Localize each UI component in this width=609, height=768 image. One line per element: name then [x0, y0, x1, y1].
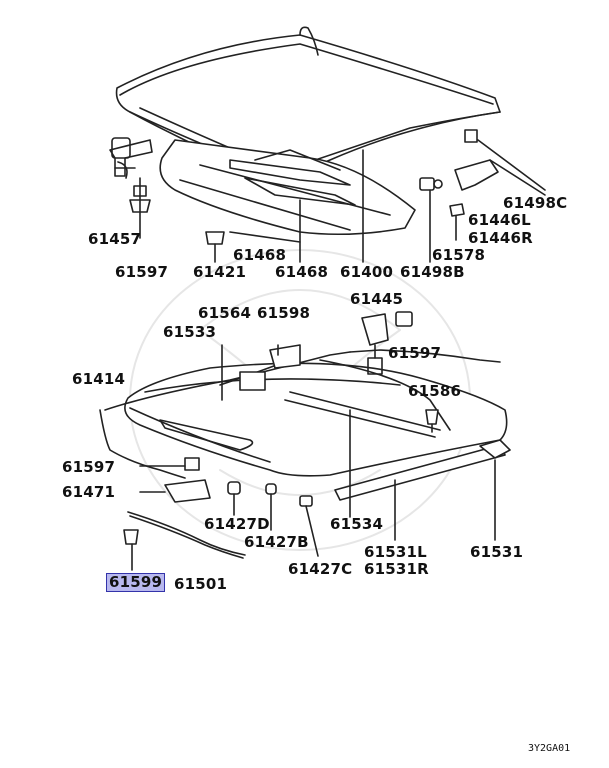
callout-61498B[interactable]: 61498B [400, 263, 465, 281]
callout-61531L[interactable]: 61531L [364, 543, 427, 561]
latch-61471 [139, 479, 211, 503]
callout-61457[interactable]: 61457 [88, 230, 142, 248]
seal-strip [334, 439, 511, 541]
support-rod [127, 511, 246, 559]
callout-61400[interactable]: 61400 [340, 263, 394, 281]
callout-61414[interactable]: 61414 [72, 370, 126, 388]
hood-lock [361, 311, 413, 375]
bolt-left [139, 457, 200, 471]
callout-61498C[interactable]: 61498C [503, 194, 568, 212]
callout-61597-top[interactable]: 61597 [115, 263, 169, 281]
callout-61446R[interactable]: 61446R [468, 229, 533, 247]
nut-61446 [449, 203, 465, 241]
callout-61564[interactable]: 61564 [198, 304, 252, 322]
callout-61421[interactable]: 61421 [193, 263, 247, 281]
callout-61427D[interactable]: 61427D [204, 515, 270, 533]
callout-61578[interactable]: 61578 [432, 246, 486, 264]
callout-61468-a[interactable]: 61468 [233, 246, 287, 264]
callout-61586[interactable]: 61586 [408, 382, 462, 400]
hood-stay [219, 344, 301, 401]
bolt-top-left [129, 185, 151, 213]
callout-61471[interactable]: 61471 [62, 483, 116, 501]
callout-61598[interactable]: 61598 [257, 304, 311, 322]
hood-hinge [109, 137, 153, 239]
callout-61446L[interactable]: 61446L [468, 211, 531, 229]
callout-61599-highlighted[interactable]: 61599 [106, 573, 166, 592]
callout-61501[interactable]: 61501 [174, 575, 228, 593]
clip-61586 [425, 409, 439, 433]
callout-61531[interactable]: 61531 [470, 543, 524, 561]
clip-61421 [205, 231, 225, 263]
callout-61534[interactable]: 61534 [330, 515, 384, 533]
diagram-code: 3Y2GA01 [528, 743, 571, 754]
bolt-61498B [419, 177, 443, 191]
callout-61597-mid[interactable]: 61597 [388, 344, 442, 362]
bumper-61427C [299, 495, 319, 557]
hood-inner-panel [159, 139, 416, 236]
callout-61445[interactable]: 61445 [350, 290, 404, 308]
clip-61599 [123, 529, 139, 571]
callout-61468-b[interactable]: 61468 [275, 263, 329, 281]
callout-61427B[interactable]: 61427B [244, 533, 309, 551]
release-cable [99, 349, 501, 479]
bumper-61427D [227, 481, 241, 516]
callout-61531R[interactable]: 61531R [364, 560, 429, 578]
callout-61597-left[interactable]: 61597 [62, 458, 116, 476]
hood-hinge-right [454, 129, 546, 196]
callout-61427C[interactable]: 61427C [288, 560, 353, 578]
callout-61533[interactable]: 61533 [163, 323, 217, 341]
bumper-61427B [265, 483, 277, 531]
